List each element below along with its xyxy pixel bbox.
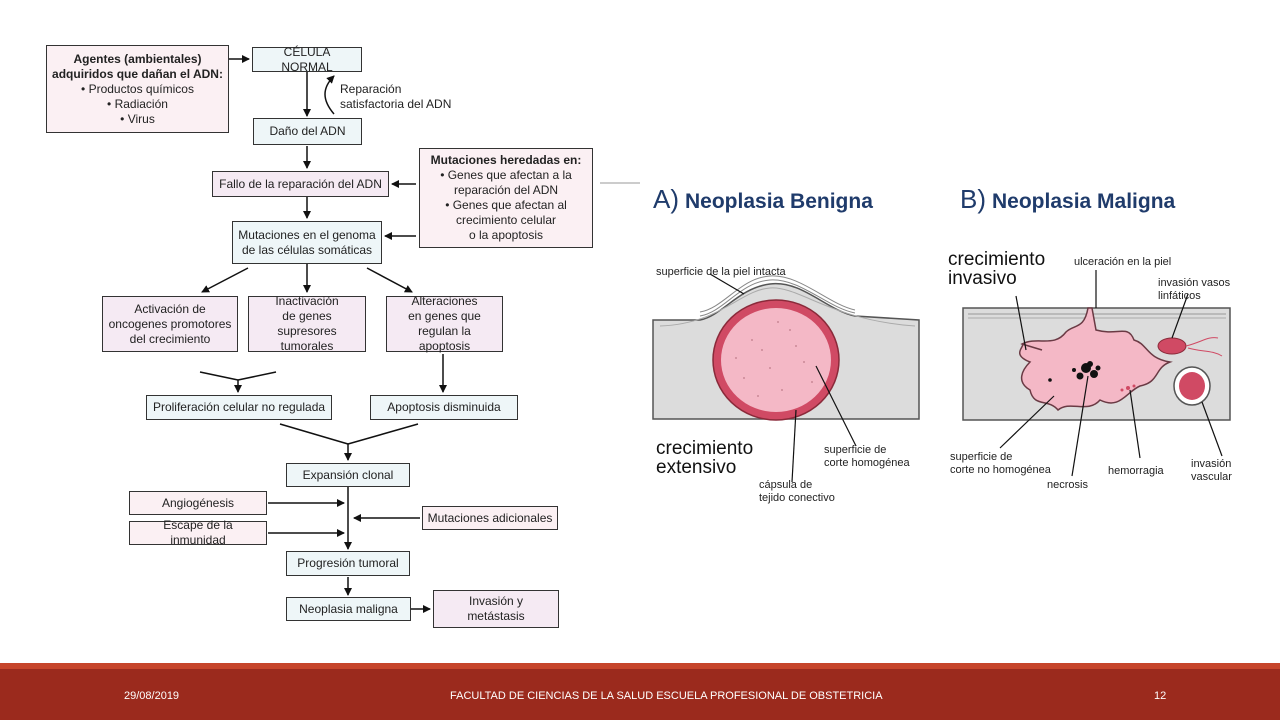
angiogenesis-box: Angiogénesis — [129, 491, 267, 515]
invasive-growth-line-1: crecimiento — [948, 249, 1046, 270]
agent-item: • Virus — [120, 111, 155, 126]
oncogene-line-1: Activación de — [134, 301, 206, 316]
extensive-growth-line-1: crecimiento — [656, 438, 754, 459]
footer-date: 29/08/2019 — [124, 690, 180, 702]
malignant-letter: B) — [960, 184, 986, 214]
suppressor-line-3: tumorales — [280, 339, 334, 353]
slide-footer: 29/08/2019 FACULTAD DE CIENCIAS DE LA SA… — [0, 669, 1280, 720]
invasive-growth-label: crecimiento invasivo — [948, 250, 1045, 288]
somatic-mutations-line-1: Mutaciones en el genoma — [238, 227, 376, 242]
intact-skin-label: superficie de la piel intacta — [656, 266, 786, 278]
homogeneous-surface-line-2: corte homogénea — [824, 456, 910, 469]
benign-title-text: Neoplasia Benigna — [685, 190, 873, 213]
tumor-progression-box: Progresión tumoral — [286, 551, 410, 576]
repair-label-line-1: Reparación — [340, 82, 402, 96]
clonal-expansion-box: Expansión clonal — [286, 463, 410, 487]
footer-accent-bar — [0, 663, 1280, 669]
malignant-title-text: Neoplasia Maligna — [992, 190, 1176, 213]
oncogene-activation-box: Activación de oncogenes promotores del c… — [102, 296, 238, 352]
extensive-growth-line-2: extensivo — [656, 457, 737, 478]
homogeneous-surface-label: superficie de corte homogénea — [824, 444, 910, 469]
nonhomogeneous-surface-line-1: superficie de — [950, 451, 1013, 463]
oncogene-line-3: del crecimiento — [129, 331, 211, 346]
apoptosis-genes-box: Alteraciones en genes que regulan la apo… — [386, 294, 503, 353]
lymph-invasion-label: invasión vasos linfáticos — [1158, 277, 1230, 302]
homogeneous-surface-line-1: superficie de — [824, 444, 887, 456]
benign-tumor-illustration — [652, 273, 920, 483]
uncontrolled-proliferation-box: Proliferación celular no regulada — [146, 395, 332, 420]
oncogene-line-2: oncogenes promotores — [108, 316, 232, 331]
invasion-line-1: Invasión y — [468, 594, 524, 608]
inherited-item: crecimiento celular — [455, 213, 557, 227]
malignant-tumor-illustration — [962, 270, 1231, 477]
footer-institution: FACULTAD DE CIENCIAS DE LA SALUD ESCUELA… — [450, 690, 883, 702]
benign-title: A) Neoplasia Benigna — [653, 184, 873, 215]
nonhomogeneous-surface-label: superficie de corte no homogénea — [950, 451, 1051, 476]
capsule-line-1: cápsula de — [759, 479, 813, 491]
inherited-mutations-title: Mutaciones heredadas en: — [430, 153, 582, 167]
apoptosis-genes-line-1: Alteraciones — [411, 294, 478, 308]
dna-damage-box: Daño del ADN — [253, 118, 362, 145]
flowchart-arrows — [199, 55, 640, 613]
somatic-mutations-line-2: de las células somáticas — [241, 242, 373, 257]
repair-failure-box: Fallo de la reparación del ADN — [212, 171, 389, 197]
suppressor-line-2: de genes supresores — [277, 309, 337, 338]
lymph-invasion-line-1: invasión vasos — [1158, 277, 1231, 289]
extensive-growth-label: crecimiento extensivo — [656, 439, 753, 477]
benign-letter: A) — [653, 184, 679, 214]
vascular-invasion-label: invasión vascular — [1191, 458, 1232, 483]
inherited-mutations-box: Mutaciones heredadas en: • Genes que afe… — [419, 148, 593, 248]
invasive-growth-line-2: invasivo — [948, 268, 1017, 289]
inherited-item: • Genes que afectan al — [445, 198, 567, 212]
additional-mutations-box: Mutaciones adicionales — [422, 506, 558, 530]
invasion-metastasis-box: Invasión y metástasis — [433, 590, 559, 628]
vascular-invasion-line-2: vascular — [1191, 470, 1232, 483]
vascular-invasion-line-1: invasión — [1191, 458, 1232, 470]
somatic-mutations-box: Mutaciones en el genoma de las células s… — [232, 221, 382, 264]
inherited-item: • Genes que afectan a la — [440, 168, 572, 182]
environmental-agents-title-2: adquiridos que dañan el ADN: — [52, 66, 223, 81]
suppressor-line-1: Inactivación — [275, 294, 339, 308]
agent-item: • Radiación — [107, 96, 168, 111]
suppressor-inactivation-box: Inactivación de genes supresores tumoral… — [248, 294, 366, 353]
inherited-item: o la apoptosis — [468, 228, 544, 242]
environmental-agents-box: Agentes (ambientales) adquiridos que dañ… — [46, 45, 229, 133]
repair-label-line-2: satisfactoria del ADN — [340, 97, 452, 111]
slide-number: 12 — [1154, 690, 1167, 702]
agent-item: • Productos químicos — [81, 81, 194, 96]
apoptosis-genes-line-3: regulan la apoptosis — [418, 324, 471, 353]
skin-ulceration-label: ulceración en la piel — [1074, 256, 1172, 268]
malignant-neoplasm-box: Neoplasia maligna — [286, 597, 411, 621]
nonhomogeneous-surface-line-2: corte no homogénea — [950, 463, 1051, 476]
repair-label: Reparación satisfactoria del ADN — [340, 82, 451, 112]
normal-cell-box: CÉLULA NORMAL — [252, 45, 362, 74]
lymph-invasion-line-2: linfáticos — [1158, 289, 1201, 302]
apoptosis-genes-line-2: en genes que — [408, 309, 481, 323]
environmental-agents-title-1: Agentes (ambientales) — [73, 51, 202, 66]
inherited-item: reparación del ADN — [453, 183, 559, 197]
malignant-title: B) Neoplasia Maligna — [960, 184, 1175, 215]
hemorrhage-label: hemorragia — [1108, 465, 1164, 477]
invasion-line-2: metástasis — [467, 609, 525, 623]
necrosis-label: necrosis — [1047, 479, 1088, 491]
immune-escape-box: Escape de la inmunidad — [129, 518, 267, 547]
reduced-apoptosis-box: Apoptosis disminuida — [370, 395, 518, 420]
capsule-line-2: tejido conectivo — [759, 491, 835, 504]
capsule-label: cápsula de tejido conectivo — [759, 479, 835, 504]
